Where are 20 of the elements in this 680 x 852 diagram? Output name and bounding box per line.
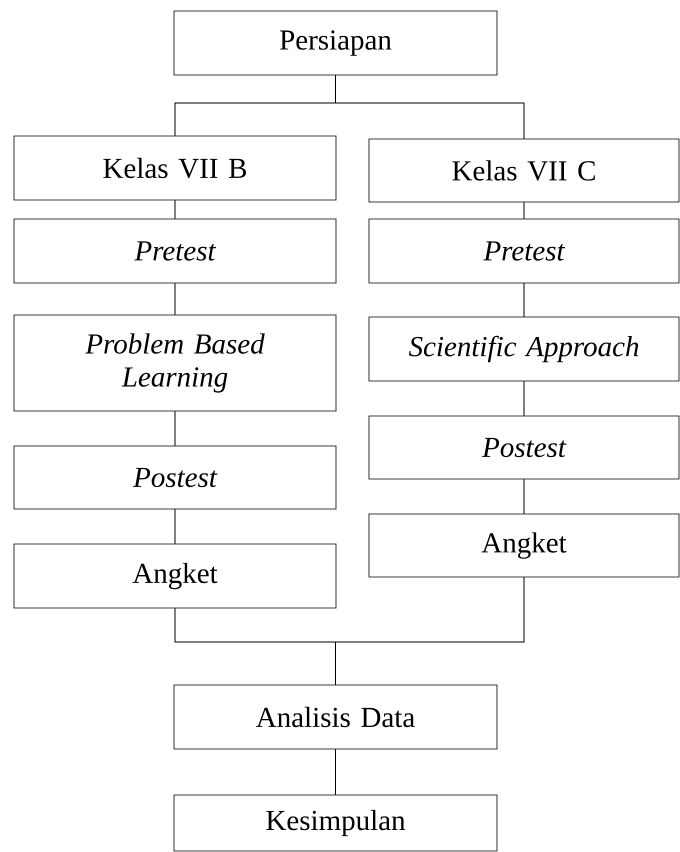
process-box: Postest — [368, 416, 680, 480]
process-box: Pretest — [368, 218, 680, 284]
connector-line — [174, 410, 176, 446]
process-box: Pretest — [14, 218, 336, 284]
connector-line — [335, 748, 336, 796]
process-box: Persiapan — [174, 10, 498, 76]
connector-line — [335, 74, 524, 140]
connector-line — [335, 576, 524, 686]
process-box: Problem Based Learning — [14, 314, 336, 412]
process-box: Kelas VII C — [368, 138, 680, 202]
process-box: Angket — [14, 544, 336, 608]
connector-line — [174, 200, 176, 220]
connector-line — [174, 282, 176, 316]
process-box: Analisis Data — [174, 684, 498, 750]
process-box: Postest — [14, 446, 336, 510]
connector-line — [174, 508, 176, 544]
process-box: Angket — [368, 514, 680, 578]
process-box: Kesimpulan — [174, 794, 498, 852]
process-box: Scientific Approach — [368, 316, 680, 382]
process-box: Kelas VII B — [14, 136, 336, 200]
